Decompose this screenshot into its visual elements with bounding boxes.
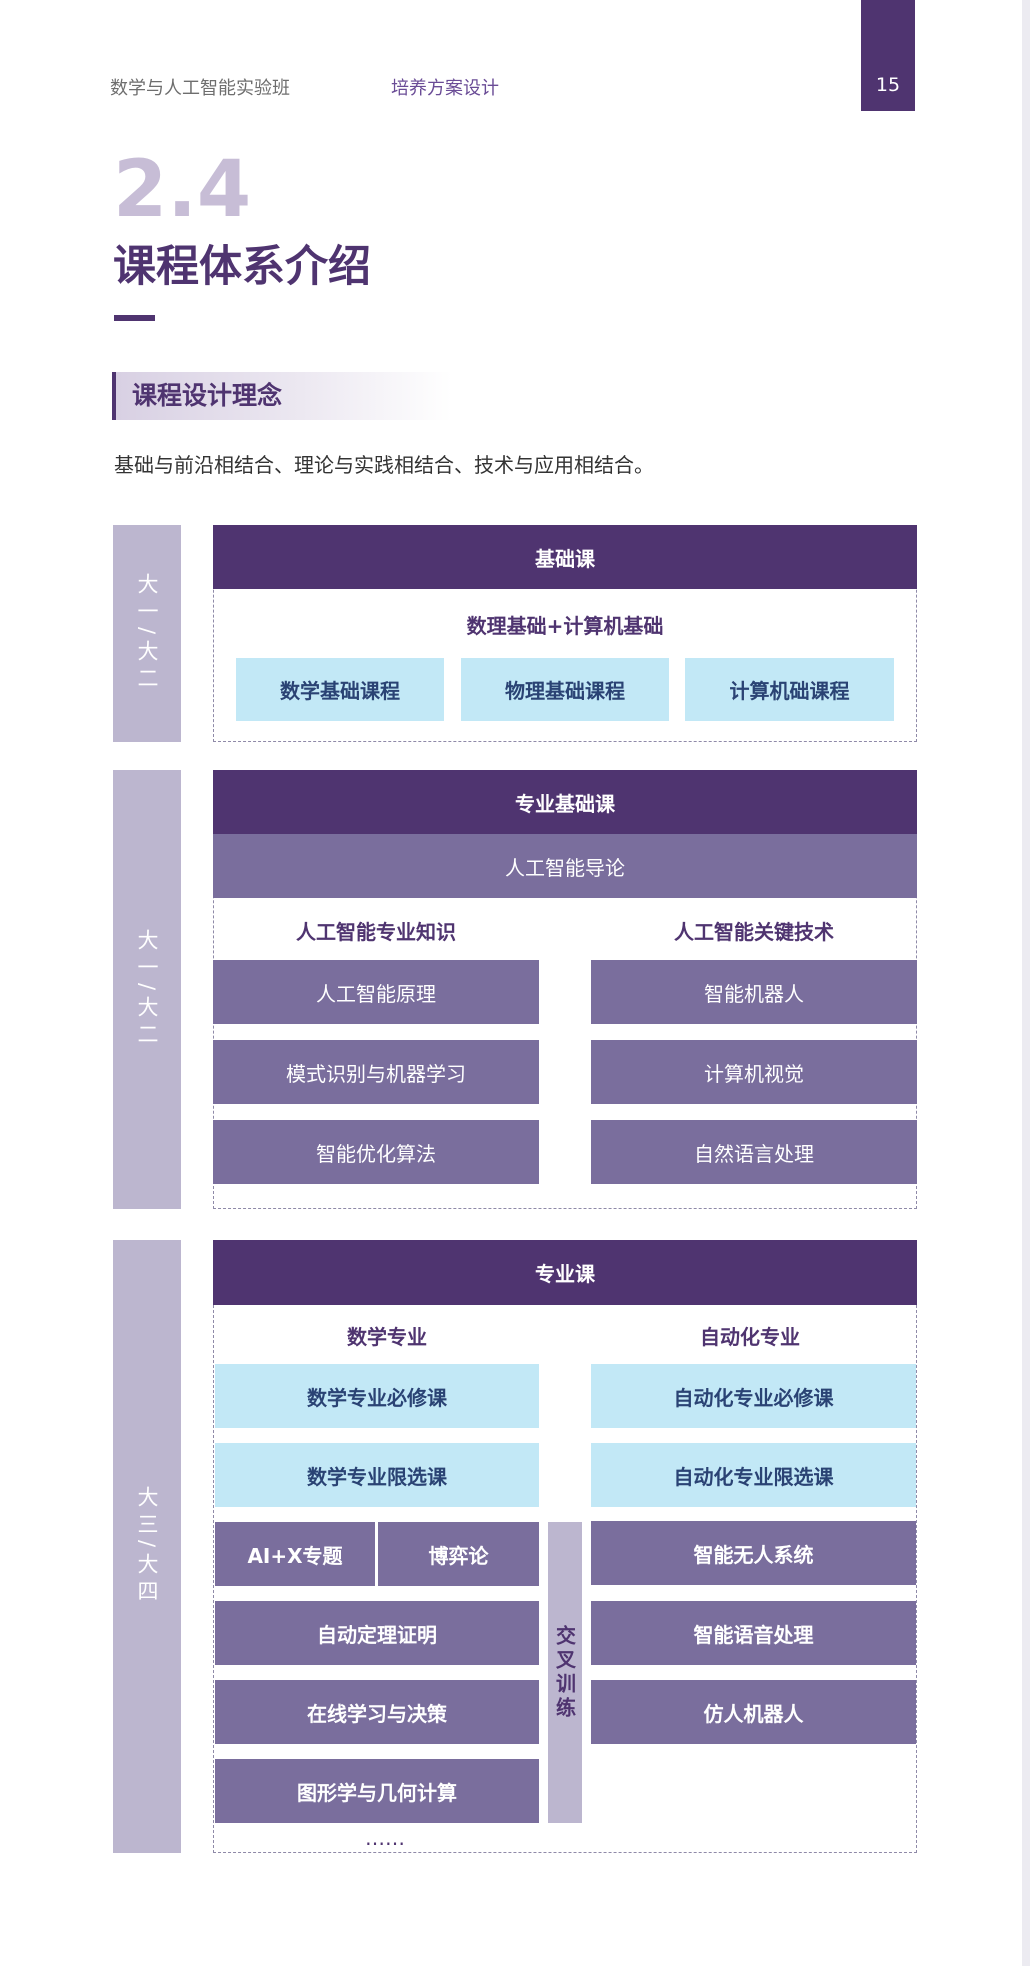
ai-intro-course: 人工智能导论 (213, 834, 917, 898)
course-online-learning-decision: 在线学习与决策 (215, 1680, 539, 1744)
course-nlp: 自然语言处理 (591, 1120, 917, 1184)
course-intelligent-unmanned-systems: 智能无人系统 (591, 1521, 916, 1585)
foundation-subtitle: 数理基础+计算机基础 (466, 613, 664, 638)
title-underline (114, 315, 155, 321)
course-intelligent-optimization: 智能优化算法 (213, 1120, 539, 1184)
course-physics-foundation: 物理基础课程 (461, 658, 669, 721)
math-required-course: 数学专业必修课 (215, 1364, 539, 1428)
course-graphics-geometry: 图形学与几何计算 (215, 1759, 539, 1823)
cross-training-text: 交叉训练 (552, 1624, 577, 1721)
course-intelligent-robots: 智能机器人 (591, 960, 917, 1024)
year-label-block-3: 大三/大四 (113, 1240, 181, 1853)
course-game-theory: 博弈论 (378, 1522, 539, 1586)
course-pattern-recognition-ml: 模式识别与机器学习 (213, 1040, 539, 1104)
design-concept-heading: 课程设计理念 (112, 372, 452, 420)
course-ai-x-topics: AI+X专题 (215, 1522, 375, 1586)
course-ai-principles: 人工智能原理 (213, 960, 539, 1024)
major-title: 专业课 (213, 1240, 917, 1305)
foundation-title: 基础课 (213, 525, 917, 589)
ai-key-tech-label: 人工智能关键技术 (674, 919, 834, 944)
design-concept-text: 基础与前沿相结合、理论与实践相结合、技术与应用相结合。 (114, 453, 654, 477)
course-humanoid-robots: 仿人机器人 (591, 1680, 916, 1744)
page-number: 15 (875, 74, 901, 96)
page-number-badge: 15 (861, 0, 915, 111)
cross-training-bar: 交叉训练 (548, 1522, 582, 1823)
year-label-block-1: 大一/大二 (113, 525, 181, 742)
automation-elective-course: 自动化专业限选课 (591, 1443, 916, 1507)
math-major-label: 数学专业 (347, 1324, 427, 1349)
header-right-text: 培养方案设计 (391, 78, 499, 99)
course-computer-vision: 计算机视觉 (591, 1040, 917, 1104)
year-text: 大一/大二 (135, 572, 159, 695)
math-elective-course: 数学专业限选课 (215, 1443, 539, 1507)
year-text: 大一/大二 (135, 928, 159, 1051)
course-computer-foundation: 计算机础课程 (685, 658, 894, 721)
course-math-foundation: 数学基础课程 (236, 658, 444, 721)
ai-knowledge-label: 人工智能专业知识 (296, 919, 456, 944)
header-left-text: 数学与人工智能实验班 (110, 78, 290, 99)
automation-major-label: 自动化专业 (700, 1324, 800, 1349)
year-label-block-2: 大一/大二 (113, 770, 181, 1209)
section-title: 课程体系介绍 (113, 242, 371, 292)
more-ellipsis: …… (365, 1826, 405, 1850)
page-edge-strip (1022, 0, 1030, 1966)
course-automated-theorem-proving: 自动定理证明 (215, 1601, 539, 1665)
major-foundation-title: 专业基础课 (213, 770, 917, 834)
section-number: 2.4 (113, 145, 252, 235)
automation-required-course: 自动化专业必修课 (591, 1364, 916, 1428)
course-intelligent-speech: 智能语音处理 (591, 1601, 916, 1665)
year-text: 大三/大四 (135, 1485, 159, 1608)
